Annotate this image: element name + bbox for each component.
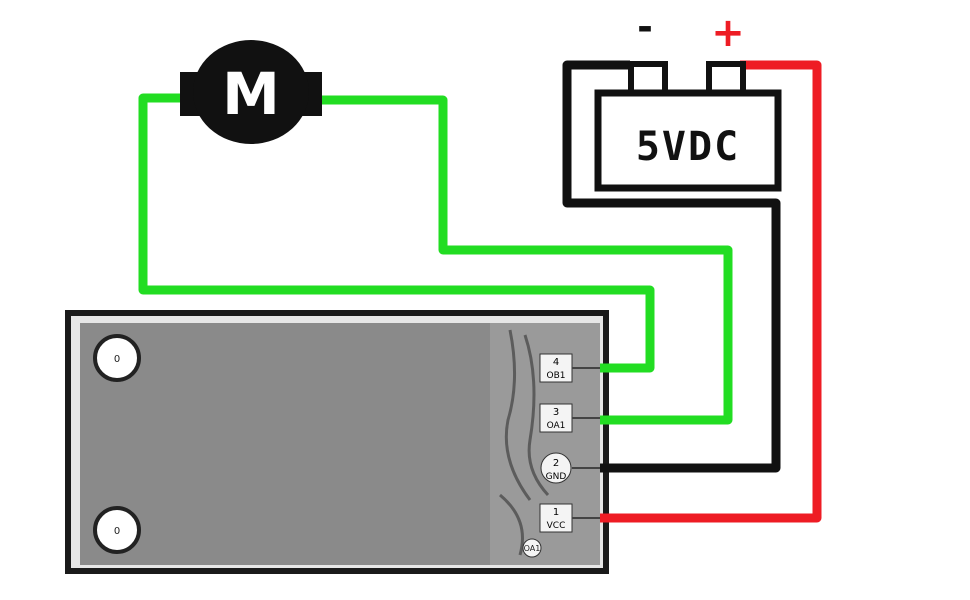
- mount-hole-top: [93, 334, 141, 382]
- pin-2-name: GND: [546, 472, 567, 482]
- pin-1-name: VCC: [547, 521, 566, 531]
- pin-2-number: 2: [553, 458, 559, 469]
- motor-wire-left: [138, 93, 655, 373]
- board-copper-area: [80, 323, 490, 565]
- battery: 5VDC - +: [594, 5, 782, 192]
- pin-3-pad: [539, 403, 573, 433]
- mount-hole-bottom-label: 0: [114, 526, 120, 537]
- board-trace: [504, 329, 532, 501]
- motor-label: M: [222, 60, 280, 128]
- motor: M: [180, 40, 322, 144]
- mount-hole-bottom: [93, 506, 141, 554]
- battery-label: 5VDC: [636, 124, 740, 170]
- battery-body: [594, 89, 782, 192]
- pin-3-name: OA1: [547, 421, 566, 431]
- corner-pad: [522, 538, 542, 558]
- board-trace: [499, 493, 524, 556]
- battery-positive-sign: +: [711, 10, 745, 56]
- pin-3-number: 3: [553, 407, 559, 418]
- pin-2-pad: [540, 452, 572, 484]
- pin-4-number: 4: [553, 357, 559, 368]
- battery-positive-wire: [600, 60, 822, 523]
- pin-1-number: 1: [553, 507, 559, 518]
- battery-negative-sign: -: [637, 5, 653, 49]
- corner-label: OA1: [524, 544, 541, 553]
- driver-board: 0 0 4 OB1 3 OA1 2 GND 1 VCC OA1: [65, 310, 609, 574]
- board-trace: [523, 334, 550, 497]
- pin-4-pad: [539, 353, 573, 383]
- motor-body: [193, 40, 309, 144]
- pin-1-pad: [539, 503, 573, 533]
- mount-hole-top-label: 0: [114, 354, 120, 365]
- motor-wire-right: [320, 95, 733, 425]
- pin-4-name: OB1: [547, 371, 566, 381]
- battery-negative-wire: [562, 60, 781, 473]
